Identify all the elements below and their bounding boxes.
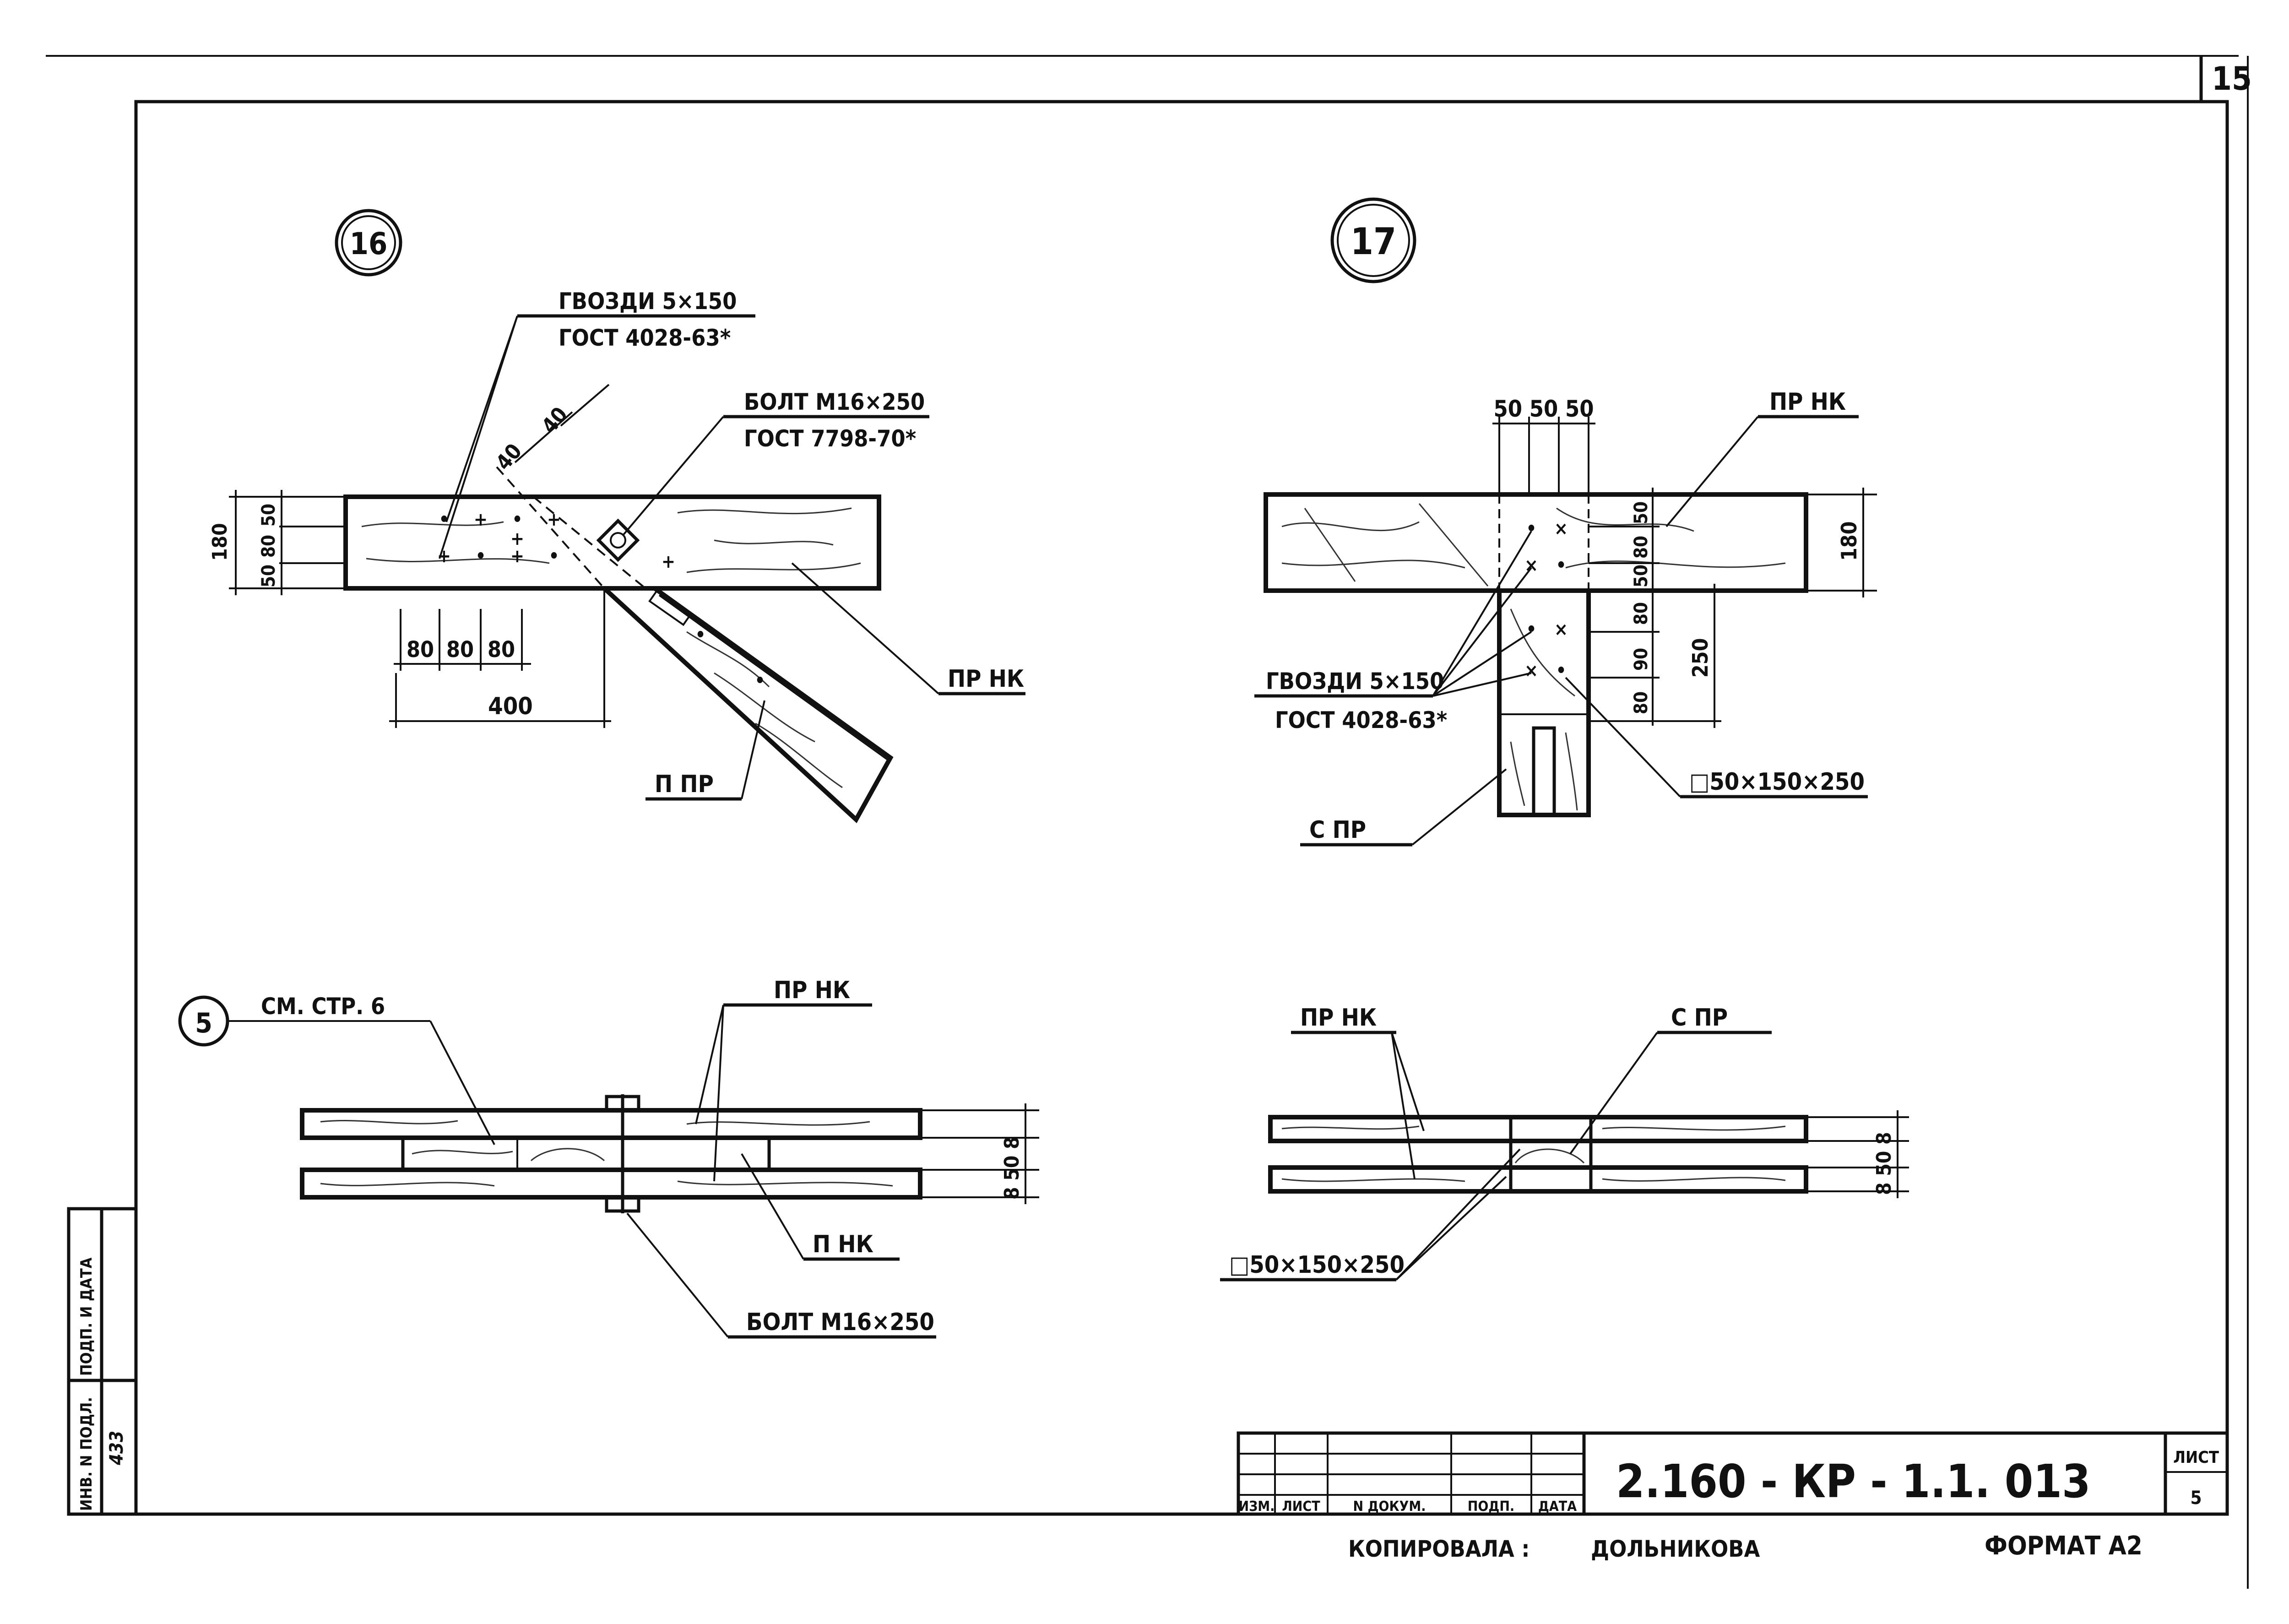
- detail-17-dim-250: 250: [1688, 638, 1713, 678]
- detail-16-strut: [598, 586, 894, 823]
- stamp-sheet-header: ЛИСТ: [2173, 1448, 2219, 1467]
- section-17b-bottom-board: [1268, 1165, 1808, 1194]
- side-stamp-inv-value: 433: [106, 1431, 127, 1466]
- drawing-code: 2.160 - КР - 1.1. 013: [1616, 1455, 2091, 1508]
- title-block: ИЗМ. ЛИСТ N ДОКУМ. ПОДП. ДАТА 2.160 - КР…: [1237, 1431, 2229, 1562]
- detail-16-dim-50b: 50: [258, 565, 279, 587]
- side-stamp: ИНВ. N ПОДЛ. ПОДП. И ДАТА 433: [67, 1207, 138, 1516]
- detail-16: 16 • + • + + + • + • + • •: [208, 209, 1025, 823]
- section-5-bolt-label: БОЛТ М16×250: [746, 1309, 934, 1336]
- svg-text:•: •: [475, 546, 486, 567]
- stamp-header-sign: ПОДП.: [1468, 1499, 1514, 1515]
- section-5-label-top: ПР НК: [774, 977, 850, 1004]
- copied-name: ДОЛЬНИКОВА: [1591, 1536, 1760, 1562]
- detail-17-vdim-3: 50: [1631, 565, 1652, 587]
- detail-17-vdim-2: 80: [1631, 536, 1652, 559]
- detail-16-nails-label: ГВОЗДИ 5×150: [559, 288, 737, 315]
- detail-16-dim-h80c: 80: [488, 637, 515, 663]
- svg-text:•: •: [1526, 619, 1536, 640]
- detail-16-marker: [335, 209, 402, 277]
- svg-text:×: ×: [1524, 660, 1538, 681]
- svg-text:×: ×: [1554, 518, 1568, 539]
- svg-text:•: •: [695, 625, 705, 646]
- detail-16-dim-40b: 40: [537, 402, 572, 438]
- section-5-ref: СМ. СТР. 6: [261, 993, 385, 1020]
- section-17b-top-board: [1268, 1115, 1808, 1143]
- sheet-frame: 15: [46, 55, 2252, 1589]
- detail-17-marker: [1330, 197, 1416, 283]
- stamp-header-date: ДАТА: [1538, 1499, 1577, 1515]
- section-17b-label-post: С ПР: [1671, 1004, 1728, 1032]
- svg-text:+: +: [437, 546, 451, 567]
- svg-text:•: •: [1556, 555, 1566, 576]
- side-stamp-sign-label: ПОДП. И ДАТА: [77, 1257, 96, 1376]
- svg-text:+: +: [510, 546, 524, 567]
- section-5-middle-member: [401, 1136, 771, 1172]
- detail-17-beam: [1264, 492, 1808, 593]
- svg-text:•: •: [548, 546, 559, 567]
- detail-16-label-beam: ПР НК: [948, 665, 1024, 693]
- copied-label: КОПИРОВАЛА :: [1348, 1536, 1530, 1562]
- svg-text:+: +: [474, 509, 488, 530]
- detail-16-dim-400: 400: [488, 693, 533, 720]
- detail-16-nails-std: ГОСТ 4028-63*: [559, 325, 731, 351]
- detail-17-pad-label: □50×150×250: [1689, 768, 1865, 796]
- section-5-bottom-board: [300, 1168, 922, 1200]
- section-17b-post: [1509, 1115, 1593, 1193]
- svg-text:•: •: [439, 509, 449, 530]
- svg-text:×: ×: [1554, 619, 1568, 640]
- detail-17-nails-std: ГОСТ 4028-63*: [1275, 707, 1447, 733]
- detail-16-nails: • + • + + + • + • + • •: [437, 509, 765, 691]
- svg-text:+: +: [510, 528, 524, 549]
- sheet-number: 15: [2212, 60, 2252, 98]
- side-stamp-inv-label: ИНВ. N ПОДЛ.: [77, 1397, 96, 1511]
- svg-text:+: +: [547, 509, 561, 530]
- detail-16-dim-50a: 50: [258, 504, 279, 527]
- detail-17-nails-label: ГВОЗДИ 5×150: [1266, 668, 1444, 695]
- section-17b: ПР НК С ПР □50×150×250 8 50 8: [1220, 1004, 1909, 1282]
- detail-17-dim-180: 180: [1837, 521, 1861, 561]
- detail-16-bolt-std: ГОСТ 7798-70*: [744, 425, 916, 452]
- detail-17-number: 17: [1351, 220, 1396, 263]
- svg-text:•: •: [754, 670, 765, 691]
- stamp-header-list: ЛИСТ: [1282, 1499, 1320, 1515]
- detail-17-post: [1497, 588, 1591, 817]
- detail-16-dim-h80a: 80: [407, 637, 434, 663]
- detail-16-label-strut: П ПР: [655, 771, 714, 798]
- detail-17-pad: [1532, 726, 1556, 817]
- detail-17-vdim-5: 90: [1631, 648, 1652, 671]
- stamp-header-izm: ИЗМ.: [1239, 1499, 1275, 1515]
- detail-17-top-dims: 50 50 50: [1493, 396, 1594, 422]
- stamp-sheet-value: 5: [2190, 1488, 2202, 1509]
- detail-16-beam: [343, 494, 881, 591]
- detail-16-number: 16: [350, 226, 388, 261]
- section-5-label-mid: П НК: [813, 1231, 873, 1258]
- svg-text:+: +: [662, 551, 675, 572]
- svg-text:•: •: [1556, 660, 1566, 681]
- detail-16-dim-h80b: 80: [446, 637, 474, 663]
- stamp-header-doc: N ДОКУМ.: [1353, 1499, 1426, 1515]
- format-label: ФОРМАТ А2: [1985, 1531, 2143, 1561]
- section-5-dims: 8 50 8: [1000, 1136, 1024, 1200]
- detail-17: 17 • × × • • × × • 50 50 50 ПР НК: [1254, 197, 1877, 847]
- section-5-top-board: [300, 1108, 922, 1140]
- detail-16-dim-80: 80: [258, 535, 279, 558]
- detail-17-vdim-1: 50: [1631, 501, 1652, 524]
- detail-17-vdim-6: 80: [1631, 691, 1652, 714]
- detail-17-label-beam: ПР НК: [1769, 388, 1846, 416]
- section-5: 5 СМ. СТР. 6 ПР НК П НК БОЛТ М16×250 8 5…: [178, 977, 1039, 1339]
- detail-17-nails: • × × • • × × •: [1524, 518, 1568, 681]
- section-17b-label-beam: ПР НК: [1300, 1004, 1377, 1032]
- detail-16-dim-height: 180: [208, 523, 232, 561]
- section-5-number: 5: [195, 1007, 212, 1039]
- section-17b-pad-label: □50×150×250: [1229, 1251, 1405, 1279]
- inner-frame: [134, 100, 2229, 1516]
- detail-17-vdim-4: 80: [1631, 602, 1652, 625]
- section-17b-dims: 8 50 8: [1872, 1132, 1896, 1195]
- detail-16-bolt-label: БОЛТ М16×250: [744, 389, 925, 415]
- svg-text:•: •: [512, 509, 522, 530]
- detail-17-post-label: С ПР: [1309, 816, 1366, 844]
- detail-16-dim-40a: 40: [491, 439, 526, 475]
